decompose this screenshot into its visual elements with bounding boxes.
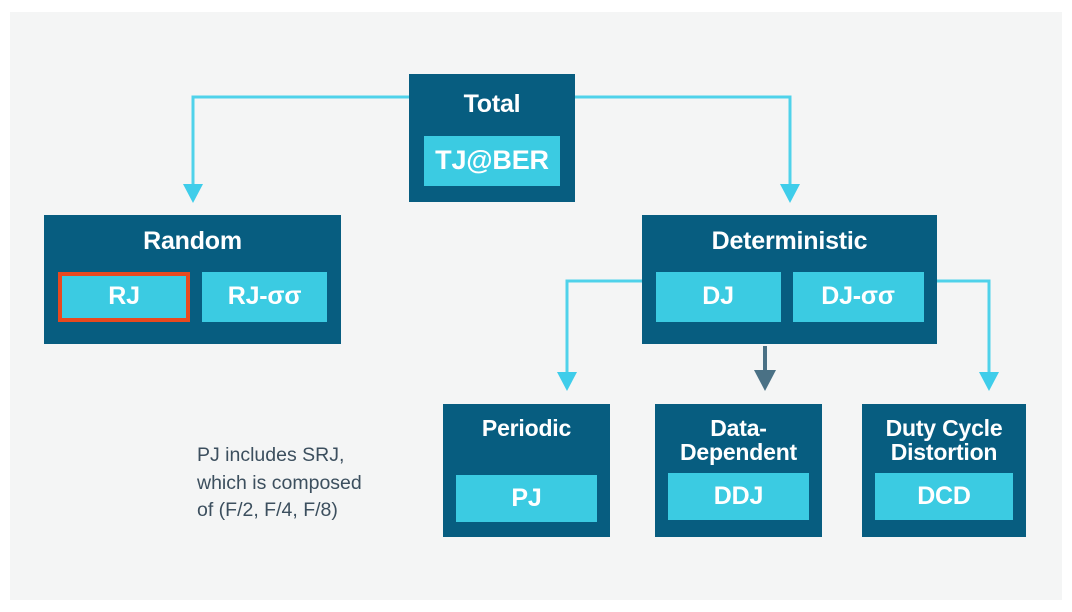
connector-deterministic-to-data-dependent: [754, 346, 776, 391]
node-duty-cycle-distortion[interactable]: Duty Cycle Distortion DCD: [862, 404, 1026, 537]
node-data-dependent[interactable]: Data- Dependent DDJ: [655, 404, 822, 537]
node-periodic[interactable]: Periodic PJ: [443, 404, 610, 537]
node-total-title: Total: [463, 90, 521, 118]
caption-pj-note: PJ includes SRJ, which is composed of (F…: [197, 444, 362, 522]
node-total[interactable]: Total TJ@BER: [409, 74, 575, 202]
chip-dj-sigma-sigma[interactable]: DJ-σσ: [792, 271, 924, 322]
chip-rj[interactable]: RJ: [58, 271, 190, 322]
chip-rj-sigma-sigma[interactable]: RJ-σσ: [202, 271, 327, 322]
chip-dj[interactable]: DJ: [655, 271, 781, 322]
chip-ddj[interactable]: DDJ: [668, 472, 809, 520]
connector-layer: [183, 95, 999, 391]
diagram-canvas: Total TJ@BER Random RJ RJ-σσ Determinist…: [10, 12, 1062, 600]
node-random[interactable]: Random RJ RJ-σσ: [44, 215, 341, 344]
node-random-chips: RJ RJ-σσ: [44, 271, 341, 322]
connector-deterministic-to-periodic: [557, 279, 642, 391]
connector-deterministic-to-duty-cycle: [937, 279, 999, 391]
node-data-dependent-title: Data- Dependent: [679, 415, 798, 466]
chip-tj-at-ber[interactable]: TJ@BER: [424, 135, 560, 186]
node-deterministic[interactable]: Deterministic DJ DJ-σσ: [642, 215, 937, 344]
node-total-chips: TJ@BER: [409, 135, 575, 186]
chip-dcd[interactable]: DCD: [875, 472, 1013, 520]
node-duty-cycle-distortion-chips: DCD: [862, 472, 1026, 520]
node-deterministic-chips: DJ DJ-σσ: [642, 271, 937, 322]
connector-total-to-random: [183, 95, 409, 203]
connector-total-to-deterministic: [575, 95, 800, 203]
node-periodic-chips: PJ: [443, 475, 610, 523]
node-random-title: Random: [143, 227, 242, 255]
chip-pj[interactable]: PJ: [456, 475, 597, 523]
node-duty-cycle-distortion-title: Duty Cycle Distortion: [885, 415, 1003, 466]
node-data-dependent-chips: DDJ: [655, 472, 822, 520]
node-periodic-title: Periodic: [481, 415, 572, 441]
node-deterministic-title: Deterministic: [711, 227, 868, 255]
